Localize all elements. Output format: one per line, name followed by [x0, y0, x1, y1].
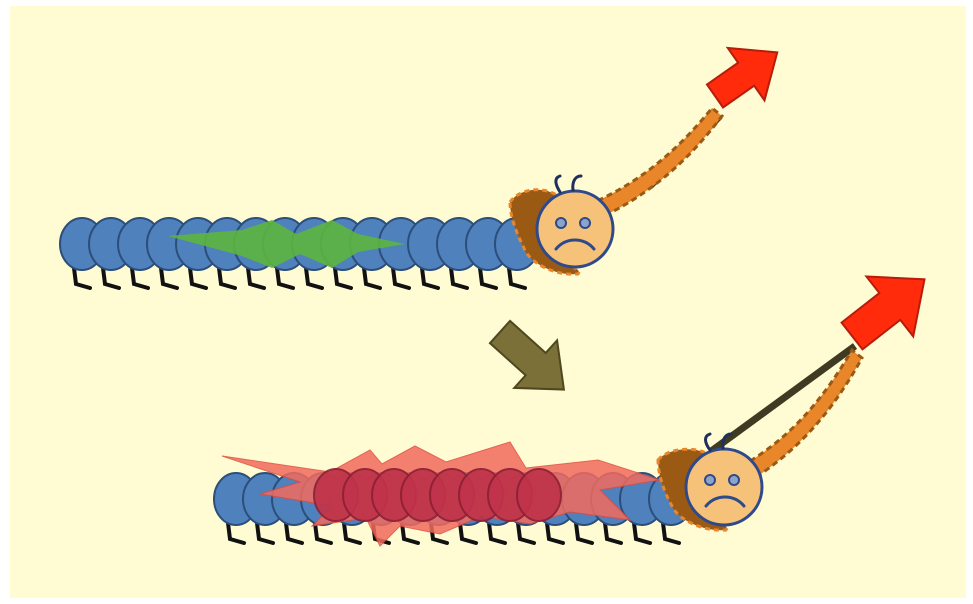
- head-circle: [537, 191, 613, 267]
- tensioned-segment: [517, 469, 561, 521]
- eye-right: [729, 475, 739, 485]
- eye-right: [580, 218, 590, 228]
- head-circle: [686, 449, 762, 525]
- eye-left: [705, 475, 715, 485]
- eye-left: [556, 218, 566, 228]
- tensioned-segments: [314, 469, 561, 521]
- diagram-panel: [10, 6, 966, 598]
